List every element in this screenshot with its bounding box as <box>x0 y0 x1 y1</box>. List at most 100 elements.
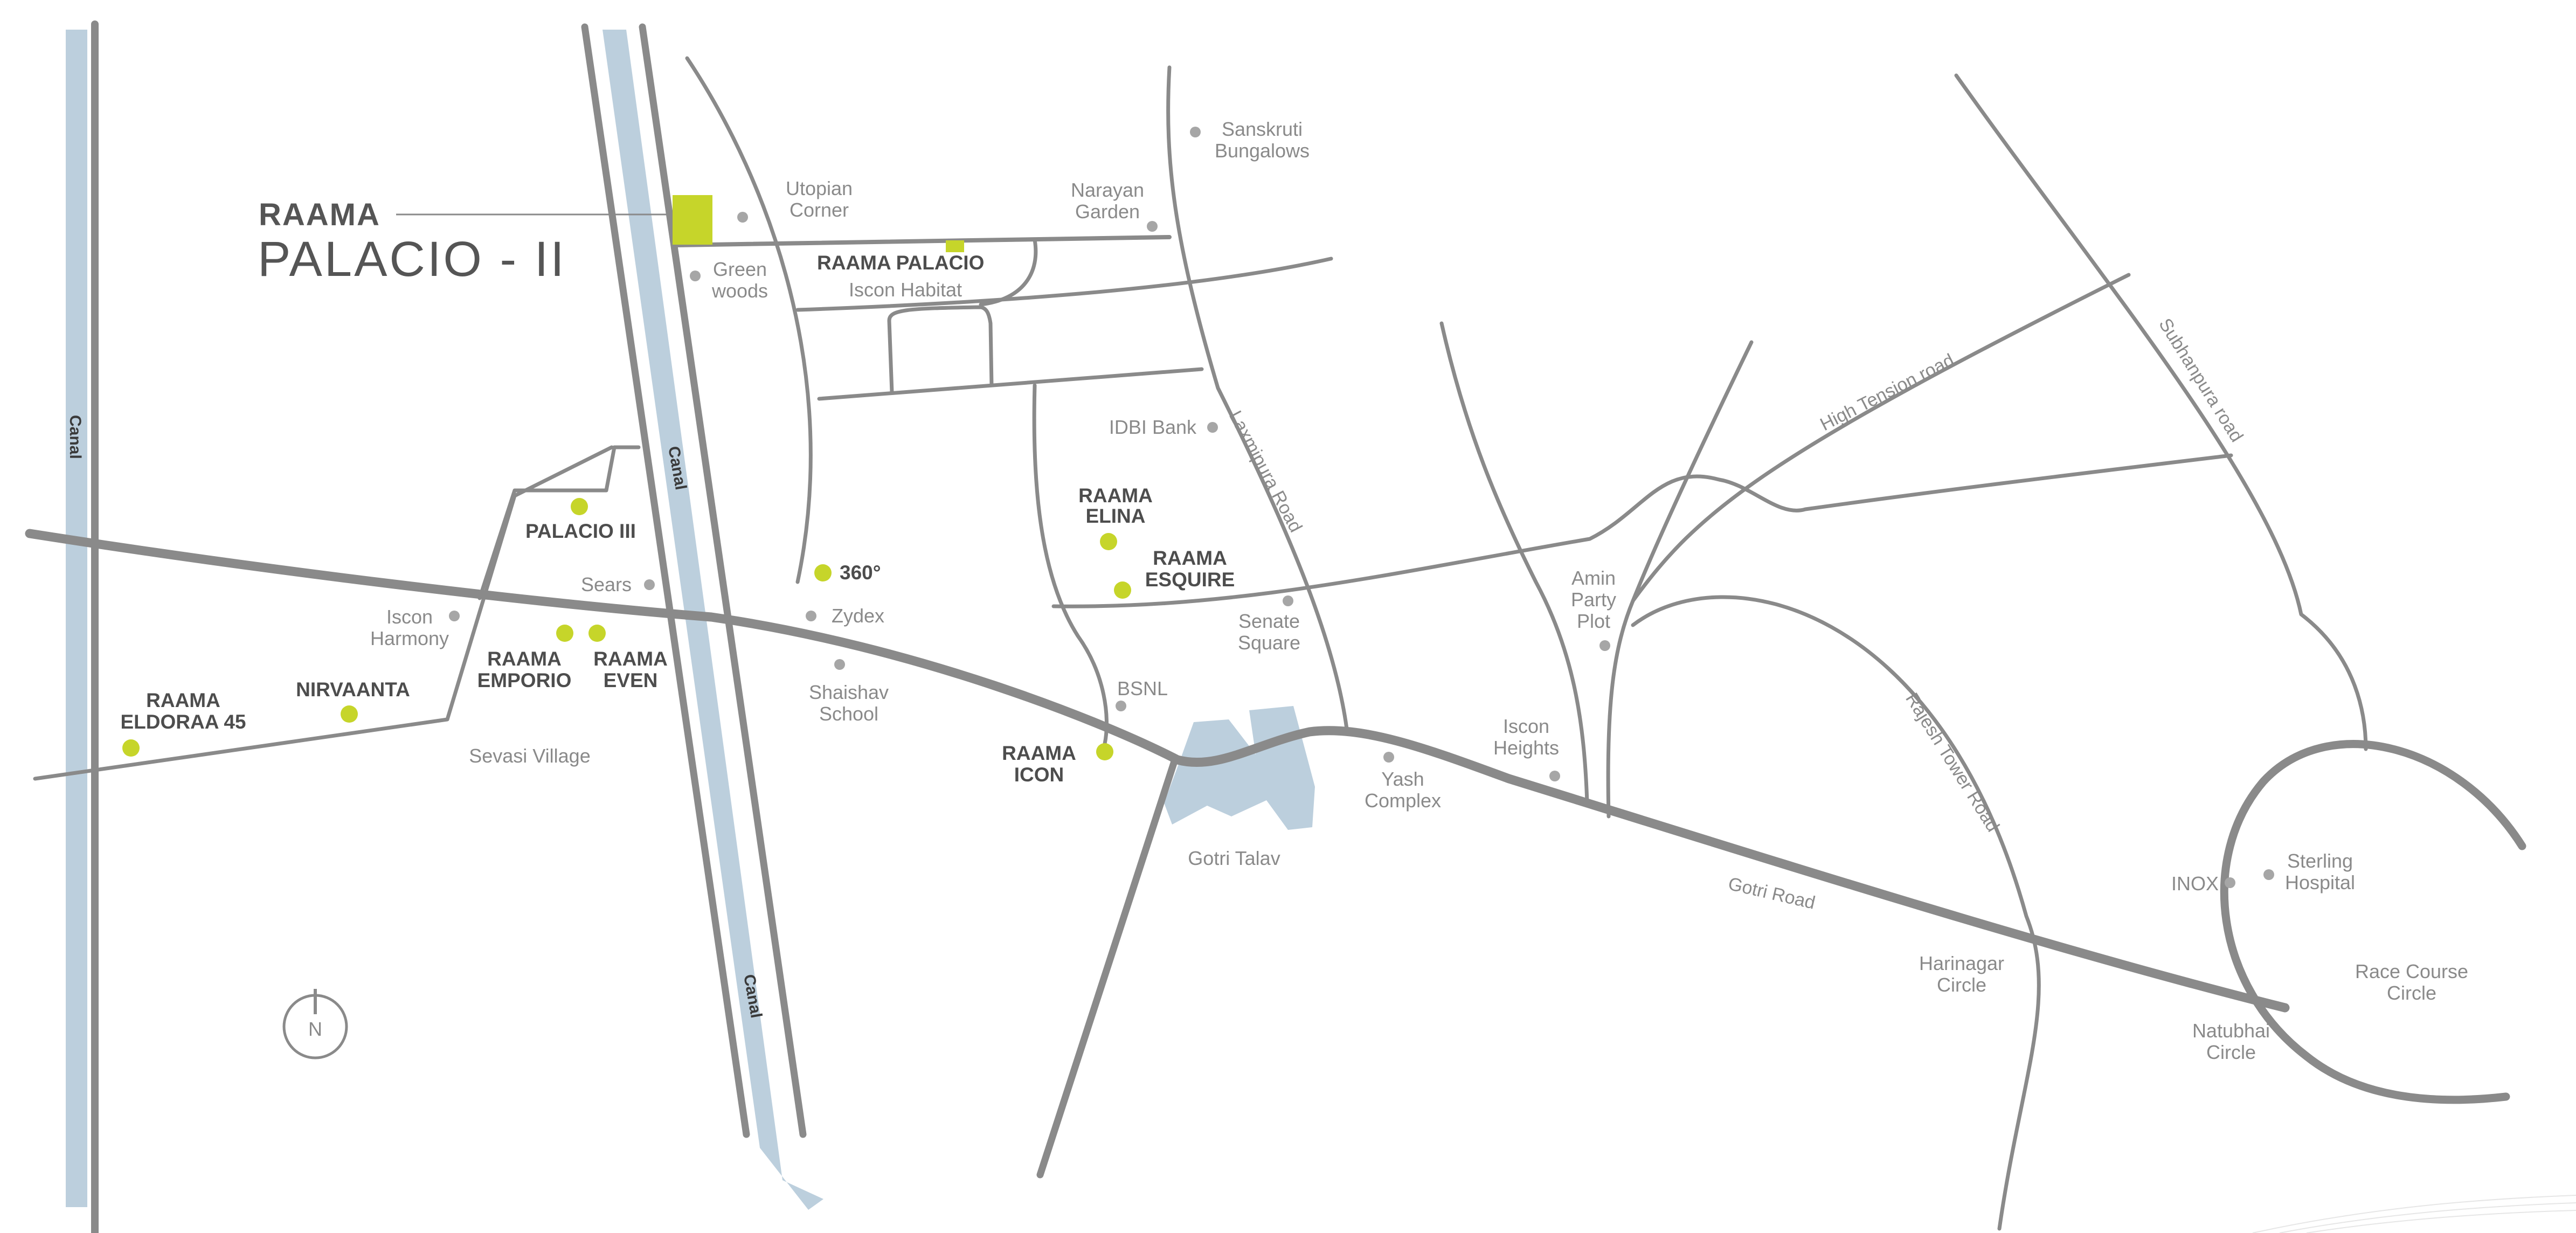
label-harinagar-1: Harinagar <box>1919 952 2004 974</box>
label-esquire-2: ESQUIRE <box>1145 569 1235 591</box>
marker-esquire[interactable] <box>1114 581 1131 599</box>
raama-palacio-site[interactable] <box>946 240 964 252</box>
idbi-street <box>817 367 1204 401</box>
marker-palacio-iii[interactable] <box>571 498 588 515</box>
label-race-course-1: Race Course <box>2355 960 2468 982</box>
palacio-ii-site[interactable] <box>673 195 712 245</box>
label-natubhai-2: Circle <box>2206 1041 2256 1063</box>
palacio-iii-road <box>477 445 641 600</box>
road-label-rajesh-tower: Rajesh Tower Road <box>1901 689 2003 835</box>
label-narayan-2: Garden <box>1075 200 1140 223</box>
label-inox: INOX <box>2171 872 2219 895</box>
label-zydex: Zydex <box>832 605 884 627</box>
road-label-gotri: Gotri Road <box>1726 874 1817 913</box>
label-sanskruti-1: Sanskruti <box>1222 118 1303 140</box>
dot-sanskruti[interactable] <box>1190 127 1201 137</box>
dot-amin[interactable] <box>1599 640 1610 651</box>
dot-bsnl[interactable] <box>1116 701 1126 711</box>
marker-emporio[interactable] <box>556 625 573 642</box>
utopian-road <box>685 56 813 584</box>
landmark-labels: Utopian Corner Green woods Narayan Garde… <box>370 118 2468 1063</box>
roads <box>25 20 2526 1233</box>
label-greenwoods-1: Green <box>713 258 767 280</box>
sevasi-road <box>33 445 614 781</box>
iscon-habitat-street <box>795 257 1333 312</box>
label-senate-1: Senate <box>1238 610 1300 632</box>
label-sterling-1: Sterling <box>2287 850 2353 872</box>
label-raama-palacio: RAAMA PALACIO <box>817 252 984 274</box>
dot-utopian[interactable] <box>737 212 748 223</box>
label-elina-2: ELINA <box>1086 505 1146 527</box>
label-emporio-2: EMPORIO <box>477 669 572 691</box>
label-iscon-habitat: Iscon Habitat <box>849 279 962 301</box>
label-iscon-heights-1: Iscon <box>1503 715 1549 737</box>
label-eldoraa-2: ELDORAA 45 <box>120 711 246 733</box>
dot-senate[interactable] <box>1283 595 1293 606</box>
label-shaishav-2: School <box>819 703 878 725</box>
brand-line1: RAAMA <box>259 197 380 232</box>
marker-eldoraa[interactable] <box>122 739 140 757</box>
label-bsnl: BSNL <box>1117 677 1168 699</box>
label-elina-1: RAAMA <box>1078 484 1153 507</box>
marker-360[interactable] <box>814 564 832 581</box>
dot-zydex[interactable] <box>806 611 816 621</box>
marker-nirvaanta[interactable] <box>341 705 358 723</box>
label-iscon-harmony-1: Iscon <box>386 606 433 628</box>
dot-sears[interactable] <box>644 579 655 590</box>
road-label-subhanpura: Subhanpura road <box>2155 315 2247 446</box>
west-canal <box>66 30 87 1207</box>
label-amin-2: Party <box>1571 588 1616 611</box>
label-even-1: RAAMA <box>593 648 668 670</box>
road-label-high-tension: High Tension road <box>1817 350 1957 435</box>
lake-south-road <box>1036 756 1179 1179</box>
label-sanskruti-2: Bungalows <box>1215 140 1310 162</box>
lake-label: Gotri Talav <box>1188 847 1280 869</box>
label-palacio-iii: PALACIO III <box>525 520 636 542</box>
dot-sterling[interactable] <box>2263 869 2274 880</box>
road-label-laxmipura: Laxmipura Road <box>1225 407 1306 536</box>
marker-even[interactable] <box>588 625 606 642</box>
label-eldoraa-1: RAAMA <box>146 689 220 711</box>
high-tension-road <box>1051 453 2233 608</box>
brand-line2: PALACIO - II <box>258 232 566 287</box>
rajesh-tower-road <box>1631 595 2041 1231</box>
dot-yash[interactable] <box>1383 752 1394 763</box>
brand-logo: RAAMA PALACIO - II <box>258 197 566 287</box>
label-yash-1: Yash <box>1381 768 1424 790</box>
dot-shaishav[interactable] <box>834 659 845 670</box>
label-amin-3: Plot <box>1577 610 1610 632</box>
dot-iscon-harmony[interactable] <box>449 611 460 621</box>
marker-icon[interactable] <box>1096 743 1113 760</box>
label-iscon-heights-2: Heights <box>1493 737 1559 759</box>
central-canal <box>603 30 823 1210</box>
label-sears: Sears <box>581 573 632 595</box>
label-natubhai-1: Natubhai <box>2192 1020 2270 1042</box>
label-amin-1: Amin <box>1571 567 1616 589</box>
north-compass: N <box>282 989 348 1059</box>
project-markers <box>122 498 1131 760</box>
gotri-lake <box>1164 706 1315 830</box>
label-narayan-1: Narayan <box>1071 179 1144 201</box>
dot-idbi[interactable] <box>1207 422 1218 433</box>
high-tension-road-east <box>1631 273 2131 603</box>
label-even-2: EVEN <box>604 669 658 691</box>
canal-road-right <box>639 23 807 1138</box>
label-harinagar-2: Circle <box>1937 974 1986 996</box>
dot-iscon-heights[interactable] <box>1549 771 1560 781</box>
label-sterling-2: Hospital <box>2285 871 2355 893</box>
marker-elina[interactable] <box>1100 533 1117 550</box>
label-nirvaanta: NIRVAANTA <box>296 678 410 701</box>
dot-greenwoods[interactable] <box>690 271 701 281</box>
narayan-street <box>674 235 1172 247</box>
label-greenwoods-2: woods <box>711 280 768 302</box>
label-sevasi: Sevasi Village <box>469 745 590 767</box>
palacio-lane <box>979 238 1038 307</box>
label-emporio-1: RAAMA <box>487 648 562 670</box>
iscon-heights-road <box>1439 321 1589 805</box>
dot-inox[interactable] <box>2225 877 2235 888</box>
laxmipura-road <box>1166 65 1349 735</box>
canal-road-left <box>581 23 750 1138</box>
label-360: 360° <box>840 562 881 584</box>
canal-label-west: Canal <box>66 415 84 459</box>
dot-narayan[interactable] <box>1147 221 1158 232</box>
